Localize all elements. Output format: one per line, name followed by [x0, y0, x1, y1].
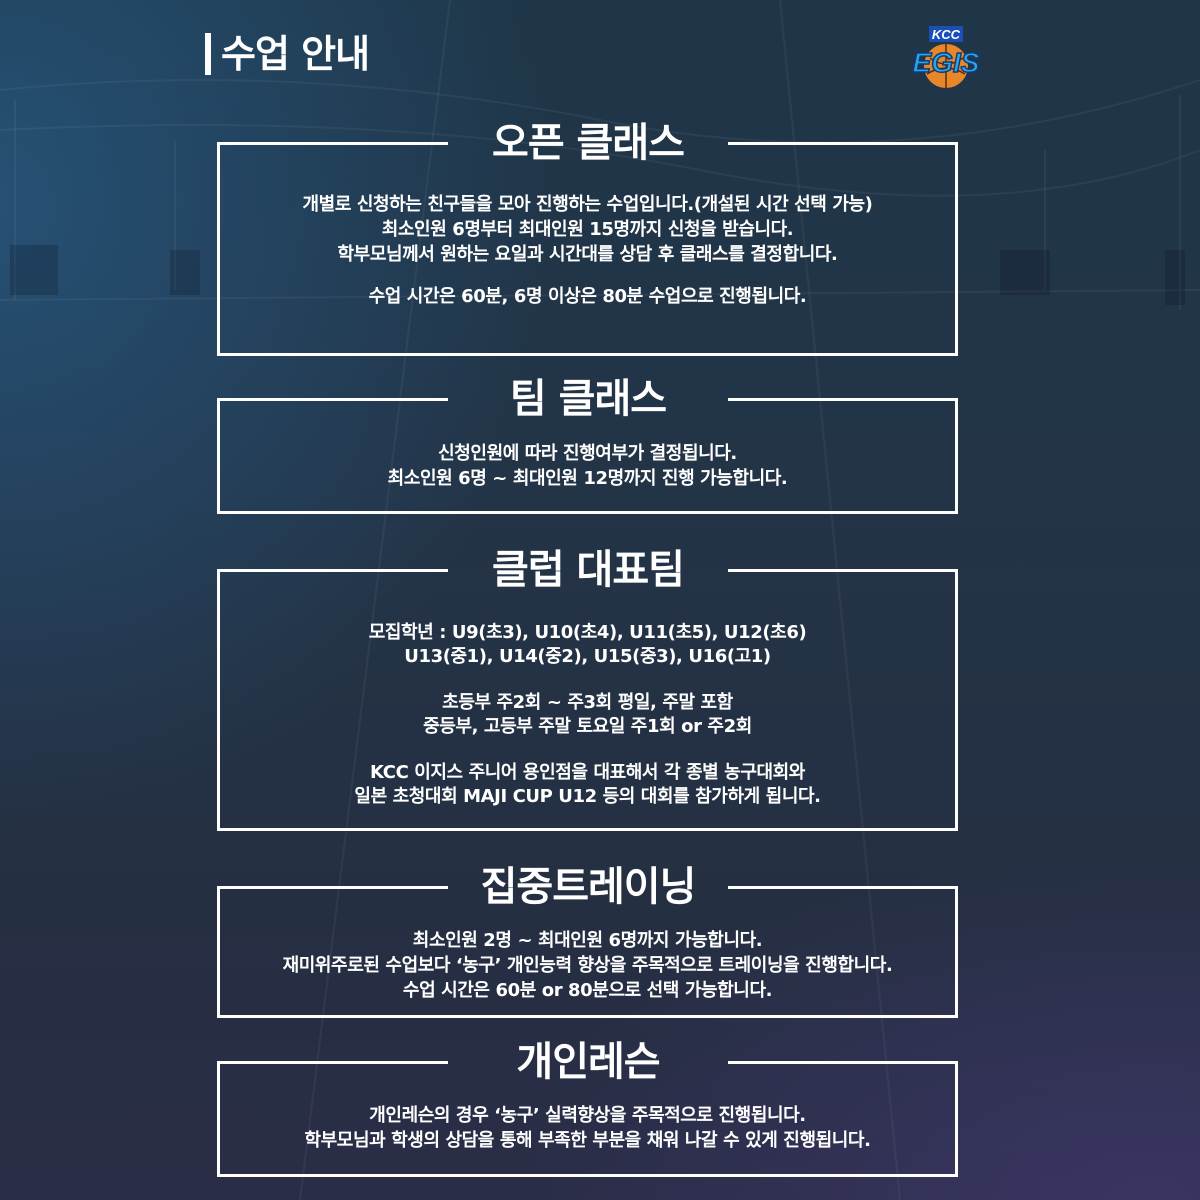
section-frame [217, 398, 958, 514]
text-line: 재미위주로된 수업보다 ‘농구’ 개인능력 향상을 주목적으로 트레이닝을 진행… [282, 955, 893, 976]
section-title: 개인레슨 [516, 1039, 660, 1085]
paragraph: 신청인원에 따라 진행여부가 결정됩니다. 최소인원 6명 ~ 최대인원 12명… [217, 441, 958, 491]
text-line: 최소인원 6명부터 최대인원 15명까지 신청을 받습니다. [381, 219, 794, 240]
section-title: 집중트레이닝 [480, 864, 697, 910]
paragraph: 초등부 주2회 ~ 주3회 평일, 주말 포함 중등부, 고등부 주말 토요일 … [217, 691, 958, 739]
text-line: 일본 초청대회 MAJI CUP U12 등의 대회를 참가하게 됩니다. [354, 786, 821, 807]
text-line: 모집학년 : U9(초3), U10(초4), U11(초5), U12(초6) [368, 622, 807, 643]
paragraph: 모집학년 : U9(초3), U10(초4), U11(초5), U12(초6)… [217, 621, 958, 669]
section-frame [217, 142, 958, 356]
section-team-class: 팀 클래스 신청인원에 따라 진행여부가 결정됩니다. 최소인원 6명 ~ 최대… [217, 374, 958, 514]
section-open-class: 오픈 클래스 개별로 신청하는 친구들을 모아 진행하는 수업입니다.(개설된 … [217, 118, 958, 356]
section-body: 개별로 신청하는 친구들을 모아 진행하는 수업입니다.(개설된 시간 선택 가… [217, 192, 958, 309]
section-frame [217, 1061, 958, 1177]
header-accent-bar [205, 33, 211, 75]
frame-line [217, 1061, 448, 1064]
text-line: 신청인원에 따라 진행여부가 결정됩니다. [438, 443, 737, 464]
frame-line [217, 569, 448, 572]
page-header: 수업 안내 [205, 32, 370, 76]
section-title: 클럽 대표팀 [492, 547, 685, 593]
text-line: U13(중1), U14(중2), U15(중3), U16(고1) [404, 646, 771, 667]
section-club-team: 클럽 대표팀 모집학년 : U9(초3), U10(초4), U11(초5), … [217, 545, 958, 831]
text-line: 학부모님께서 원하는 요일과 시간대를 상담 후 클래스를 결정합니다. [337, 244, 838, 265]
text-line: 개인레슨의 경우 ‘농구’ 실력향상을 주목적으로 진행됩니다. [369, 1105, 806, 1126]
text-line: 학부모님과 학생의 상담을 통해 부족한 부분을 채워 나갈 수 있게 진행됩니… [304, 1130, 871, 1151]
section-body: 최소인원 2명 ~ 최대인원 6명까지 가능합니다. 재미위주로된 수업보다 ‘… [217, 928, 958, 1003]
text-line: 최소인원 6명 ~ 최대인원 12명까지 진행 가능합니다. [387, 468, 788, 489]
kcc-egis-logo-icon: KCC EGIS [912, 26, 981, 88]
logo-main-text: EGIS [913, 47, 980, 78]
section-body: 개인레슨의 경우 ‘농구’ 실력향상을 주목적으로 진행됩니다. 학부모님과 학… [217, 1103, 958, 1153]
text-line: 중등부, 고등부 주말 토요일 주1회 or 주2회 [423, 716, 752, 737]
frame-line [217, 886, 448, 889]
section-intensive-training: 집중트레이닝 최소인원 2명 ~ 최대인원 6명까지 가능합니다. 재미위주로된… [217, 862, 958, 1018]
page-title: 수업 안내 [221, 32, 370, 76]
frame-line [728, 1061, 958, 1064]
section-title: 팀 클래스 [509, 376, 667, 422]
section-body: 모집학년 : U9(초3), U10(초4), U11(초5), U12(초6)… [217, 621, 958, 809]
section-frame [217, 569, 958, 831]
text-line: KCC 이지스 주니어 용인점을 대표해서 각 종별 농구대회와 [370, 762, 805, 783]
section-title: 오픈 클래스 [492, 120, 685, 166]
section-body: 신청인원에 따라 진행여부가 결정됩니다. 최소인원 6명 ~ 최대인원 12명… [217, 441, 958, 491]
frame-line [728, 569, 958, 572]
section-frame [217, 886, 958, 1018]
paragraph: 개인레슨의 경우 ‘농구’ 실력향상을 주목적으로 진행됩니다. 학부모님과 학… [217, 1103, 958, 1153]
text-line: 수업 시간은 60분 or 80분으로 선택 가능합니다. [402, 980, 773, 1001]
logo-top-text: KCC [932, 27, 961, 42]
section-private-lesson: 개인레슨 개인레슨의 경우 ‘농구’ 실력향상을 주목적으로 진행됩니다. 학부… [217, 1037, 958, 1177]
text-line: 최소인원 2명 ~ 최대인원 6명까지 가능합니다. [412, 930, 763, 951]
text-line: 수업 시간은 60분, 6명 이상은 80분 수업으로 진행됩니다. [368, 286, 807, 307]
frame-line [217, 142, 448, 145]
paragraph: 개별로 신청하는 친구들을 모아 진행하는 수업입니다.(개설된 시간 선택 가… [217, 192, 958, 267]
paragraph: KCC 이지스 주니어 용인점을 대표해서 각 종별 농구대회와 일본 초청대회… [217, 761, 958, 809]
paragraph: 수업 시간은 60분, 6명 이상은 80분 수업으로 진행됩니다. [217, 284, 958, 309]
frame-line [728, 142, 958, 145]
frame-line [728, 398, 958, 401]
text-line: 개별로 신청하는 친구들을 모아 진행하는 수업입니다.(개설된 시간 선택 가… [302, 194, 873, 215]
frame-line [728, 886, 958, 889]
paragraph: 최소인원 2명 ~ 최대인원 6명까지 가능합니다. 재미위주로된 수업보다 ‘… [217, 928, 958, 1003]
text-line: 초등부 주2회 ~ 주3회 평일, 주말 포함 [442, 692, 733, 713]
frame-line [217, 398, 448, 401]
